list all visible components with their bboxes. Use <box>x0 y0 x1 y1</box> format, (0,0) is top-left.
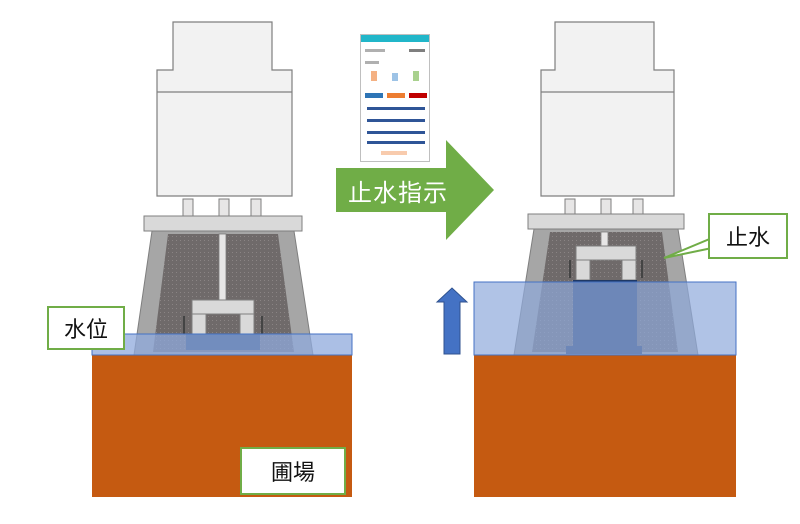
left-water-surface <box>91 333 353 356</box>
water-level-label: 水位 <box>47 306 125 350</box>
right-motor-housing <box>540 21 675 197</box>
right-water-surface <box>473 281 737 356</box>
right-gate-unit <box>473 21 737 497</box>
arrow-right-icon <box>336 140 494 240</box>
right-top-plate <box>527 213 685 230</box>
stop-water-label: 止水 <box>708 213 788 259</box>
field-label: 圃場 <box>240 447 346 495</box>
left-top-plate <box>143 215 303 232</box>
arrow-up-icon <box>435 287 469 355</box>
instruction-label: 止水指示 <box>348 178 448 207</box>
left-motor-housing <box>156 21 293 197</box>
right-field-soil <box>474 355 736 497</box>
smartphone-icon <box>360 34 430 162</box>
left-gate-unit <box>91 21 353 497</box>
